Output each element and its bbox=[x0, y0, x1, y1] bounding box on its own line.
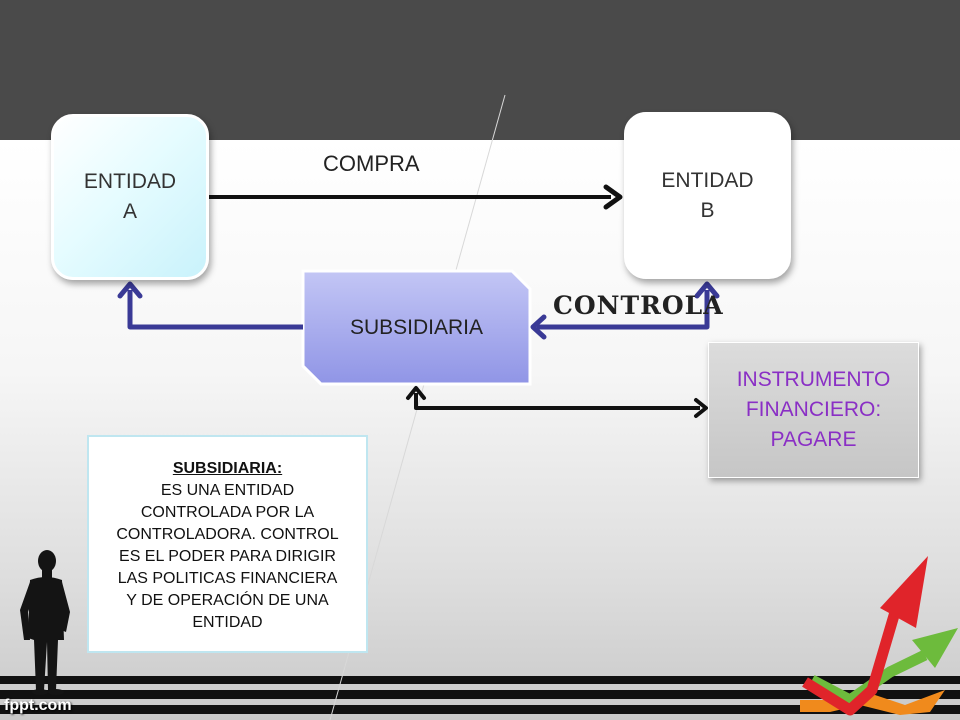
financial-instrument-box: INSTRUMENTO FINANCIERO: PAGARE bbox=[708, 342, 919, 478]
definition-body: ES UNA ENTIDAD CONTROLADA POR LA CONTROL… bbox=[116, 482, 339, 631]
watermark-logo: fppt.com bbox=[4, 697, 72, 714]
footer-stripe-1 bbox=[0, 676, 960, 684]
subsidiary-to-entity-a-connector bbox=[117, 281, 303, 330]
definition-box: SUBSIDIARIA: ES UNA ENTIDAD CONTROLADA P… bbox=[87, 435, 368, 653]
subsidiary-label: SUBSIDIARIA bbox=[349, 315, 484, 339]
buys-label: COMPRA bbox=[323, 151, 420, 176]
entity-b-box: ENTIDAD B bbox=[624, 112, 791, 279]
controls-connector bbox=[530, 281, 720, 340]
definition-title: SUBSIDIARIA: bbox=[172, 460, 283, 477]
footer-stripe-3 bbox=[0, 705, 960, 714]
footer-stripe-2 bbox=[0, 690, 960, 699]
growth-arrows-graphic bbox=[800, 556, 958, 716]
controls-label: CONTROLA bbox=[553, 291, 724, 320]
subsidiary-shape bbox=[301, 269, 532, 386]
entity-a-box: ENTIDAD A bbox=[51, 114, 209, 280]
person-silhouette bbox=[20, 550, 70, 695]
buys-connector bbox=[209, 184, 623, 210]
subsidiary-instrument-connector bbox=[406, 386, 708, 418]
